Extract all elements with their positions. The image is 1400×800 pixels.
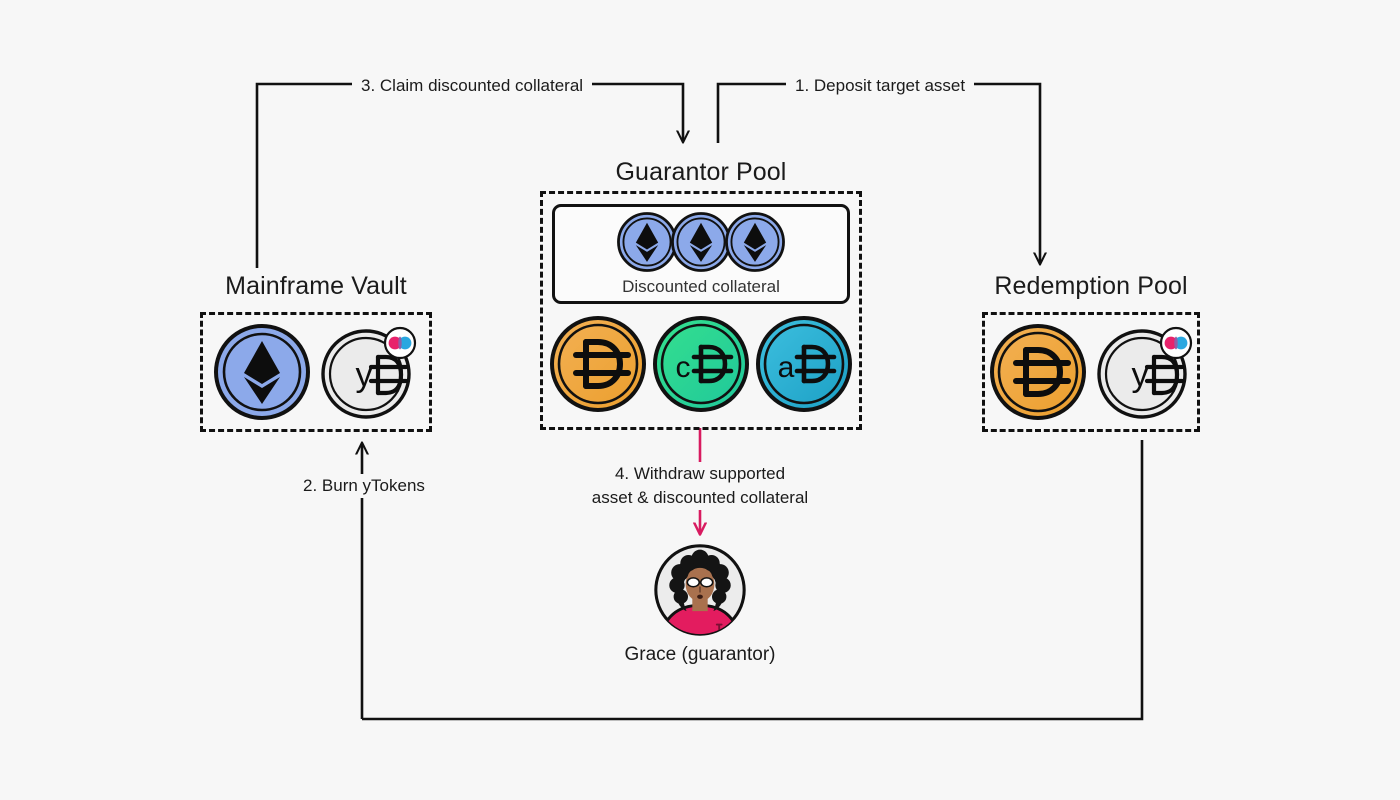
redemption-pool-title: Redemption Pool bbox=[994, 272, 1188, 300]
node-mainframe-vault: Mainframe Vault y bbox=[200, 272, 432, 432]
svg-text:y: y bbox=[1132, 356, 1149, 394]
node-guarantor-pool: Guarantor Pool bbox=[540, 158, 862, 430]
flow-label-step4: 4. Withdraw supported asset & discounted… bbox=[570, 462, 830, 511]
flow-label-step2: 2. Burn yTokens bbox=[294, 474, 434, 499]
mainframe-vault-container bbox=[200, 312, 432, 432]
flow-label-step3: 3. Claim discounted collateral bbox=[352, 74, 593, 99]
mainframe-logo-icon bbox=[1159, 326, 1193, 360]
mainframe-vault-title: Mainframe Vault bbox=[225, 272, 407, 300]
flow-label-step1: 1. Deposit target asset bbox=[786, 74, 975, 99]
eth-token-icon[interactable] bbox=[616, 211, 678, 273]
eth-token-icon[interactable] bbox=[724, 211, 786, 273]
svg-text:c: c bbox=[676, 351, 691, 384]
eth-token-icon[interactable] bbox=[670, 211, 732, 273]
guarantor-person-label: Grace (guarantor) bbox=[624, 644, 776, 665]
guarantor-pool-title: Guarantor Pool bbox=[615, 158, 787, 186]
svg-text:y: y bbox=[356, 356, 373, 394]
discounted-collateral-box: Discounted collateral bbox=[552, 204, 850, 304]
redemption-pool-tokens: y bbox=[988, 322, 1194, 422]
grace-avatar[interactable] bbox=[652, 542, 748, 638]
mainframe-logo-icon bbox=[383, 326, 417, 360]
eth-token-icon[interactable] bbox=[212, 322, 312, 422]
dai-token-icon[interactable] bbox=[988, 322, 1088, 422]
svg-text:a: a bbox=[778, 351, 795, 384]
guarantor-pool-tokens: c a bbox=[548, 314, 854, 414]
redemption-pool-container bbox=[982, 312, 1200, 432]
ydai-token-icon[interactable]: y bbox=[1094, 322, 1194, 422]
adai-token-icon[interactable]: a bbox=[754, 314, 854, 414]
flow-label-step4-line1: 4. Withdraw supported bbox=[614, 464, 786, 483]
dai-token-icon[interactable] bbox=[548, 314, 648, 414]
node-guarantor-person: Grace (guarantor) bbox=[600, 542, 800, 674]
mainframe-vault-tokens: y bbox=[212, 322, 418, 422]
flow-label-step4-line2: asset & discounted collateral bbox=[591, 488, 809, 508]
discounted-collateral-label: Discounted collateral bbox=[622, 277, 780, 296]
discounted-collateral-tokens bbox=[555, 211, 847, 273]
glasses-icon bbox=[686, 577, 714, 588]
guarantor-pool-container bbox=[540, 191, 862, 430]
cdai-token-icon[interactable]: c bbox=[651, 314, 751, 414]
node-redemption-pool: Redemption Pool y bbox=[982, 272, 1200, 432]
ydai-token-icon[interactable]: y bbox=[318, 322, 418, 422]
